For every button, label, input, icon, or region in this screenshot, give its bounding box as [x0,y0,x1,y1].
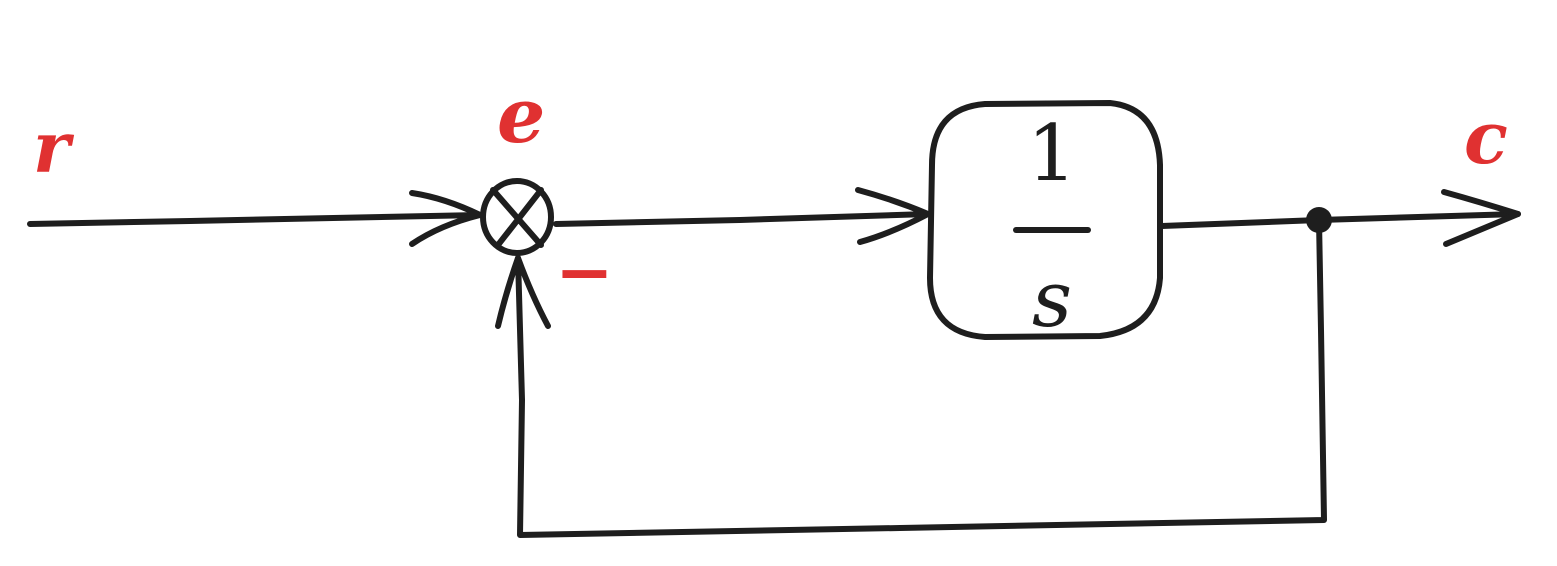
feedback-path [515,217,1327,538]
output-line [1159,211,1521,229]
transfer-function-block [927,100,1163,340]
output-arrowhead [1441,189,1521,247]
input-arrowhead [409,190,483,247]
feedback-arrowhead [495,255,551,329]
input-label: r [33,106,75,189]
transfer-numerator: 1 [1027,109,1077,199]
error-label: e [497,71,545,160]
summing-junction [480,178,554,256]
block-input-arrowhead [855,187,931,245]
error-line [553,211,931,227]
feedback-sign: − [555,230,614,313]
input-line [27,212,483,227]
transfer-denominator: s [1032,255,1072,345]
output-label: c [1464,95,1508,180]
